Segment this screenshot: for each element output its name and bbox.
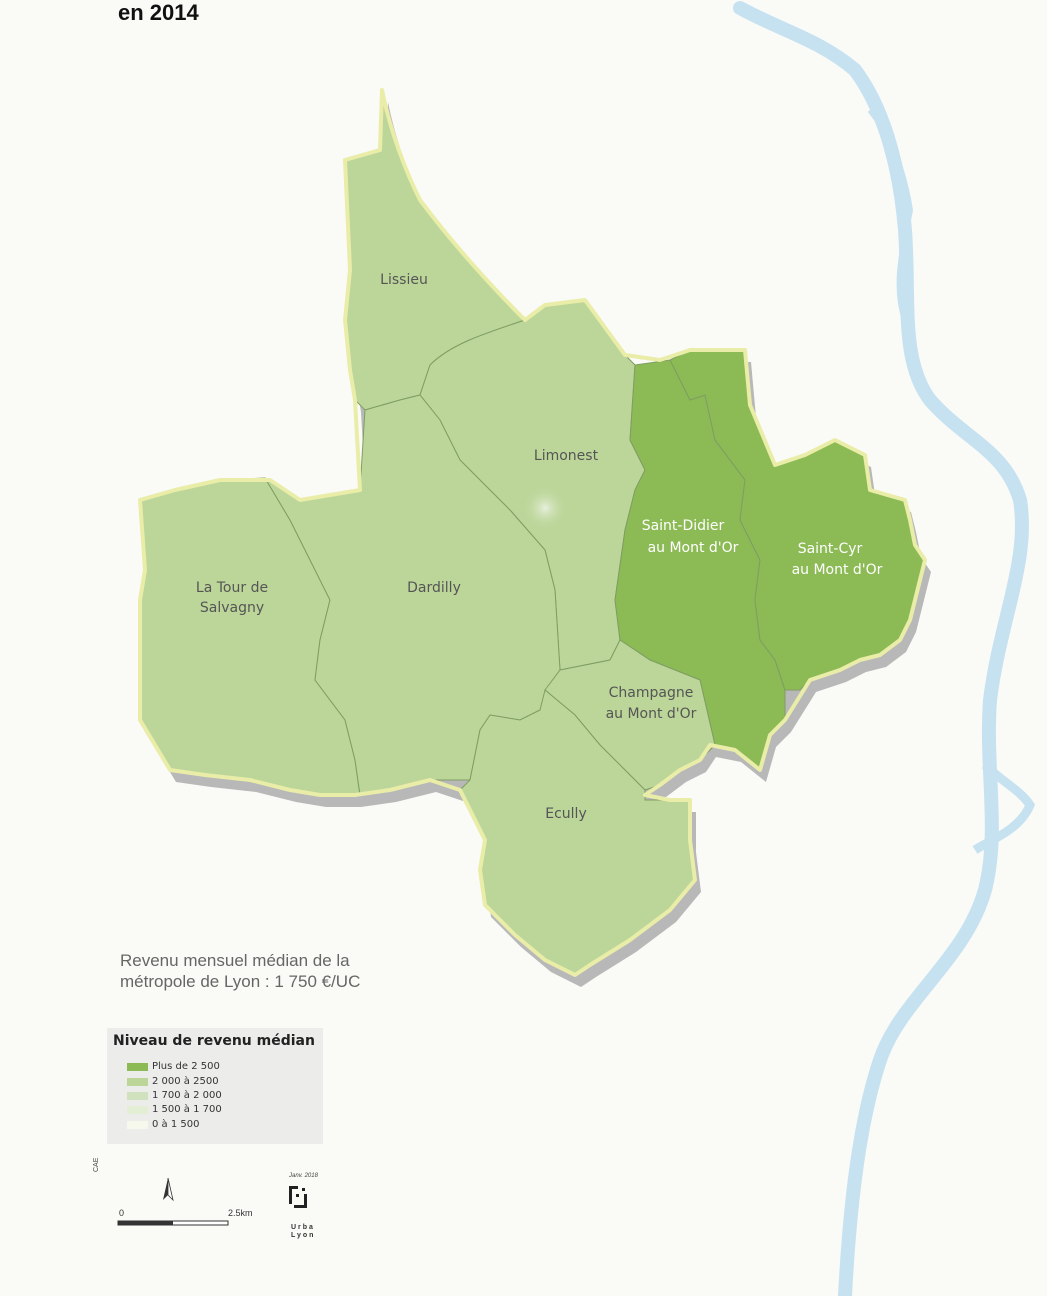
label-saint-didier-line2: au Mont d'Or [648, 540, 739, 556]
limonest-center-glow [523, 486, 567, 530]
label-la-tour-line2: Salvagny [200, 600, 264, 616]
label-saint-didier-line1: Saint-Didier [642, 518, 725, 534]
scale-end-label: 2.5km [228, 1208, 253, 1218]
legend-swatch [127, 1078, 148, 1086]
river-branch [867, 108, 914, 321]
territory-border [138, 88, 927, 977]
label-saint-cyr-line1: Saint-Cyr [798, 541, 863, 557]
urbalyon-logo-icon [289, 1186, 307, 1208]
label-dardilly: Dardilly [407, 580, 461, 596]
legend-label: 2 000 à 2500 [152, 1076, 219, 1087]
label-limonest: Limonest [534, 448, 599, 464]
map-title: en 2014 [118, 0, 199, 25]
river-loop [972, 761, 1036, 854]
communes-layer [139, 89, 926, 976]
label-champagne-line2: au Mont d'Or [606, 706, 697, 722]
commune-labels: Lissieu Limonest La Tour de Salvagny Dar… [196, 272, 883, 822]
legend-label: 1 700 à 2 000 [152, 1090, 222, 1101]
scale-start-label: 0 [119, 1208, 125, 1218]
legend-swatch [127, 1092, 148, 1100]
legend-swatch [127, 1121, 148, 1129]
legend-title: Niveau de revenu médian [113, 1033, 315, 1049]
credit-text: CAE [93, 1157, 100, 1172]
legend-swatch [127, 1063, 148, 1071]
legend-label: 0 à 1 500 [152, 1119, 200, 1130]
label-champagne-line1: Champagne [609, 685, 694, 701]
brand-name: Urba Lyon [291, 1224, 316, 1239]
median-income-note: Revenu mensuel médian de la métropole de… [120, 951, 361, 991]
legend-label: Plus de 2 500 [152, 1061, 220, 1072]
legend-swatch [127, 1106, 148, 1114]
scale-bar [117, 1220, 229, 1226]
brand-date: Janv. 2018 [289, 1173, 318, 1179]
legend: Niveau de revenu médian Plus de 2 500 2 … [107, 1028, 323, 1144]
label-lissieu: Lissieu [380, 272, 428, 288]
label-ecully: Ecully [545, 806, 586, 822]
legend-label: 1 500 à 1 700 [152, 1104, 222, 1115]
label-la-tour-line1: La Tour de [196, 580, 268, 596]
label-saint-cyr-line2: au Mont d'Or [792, 562, 883, 578]
north-arrow-icon [163, 1177, 174, 1202]
